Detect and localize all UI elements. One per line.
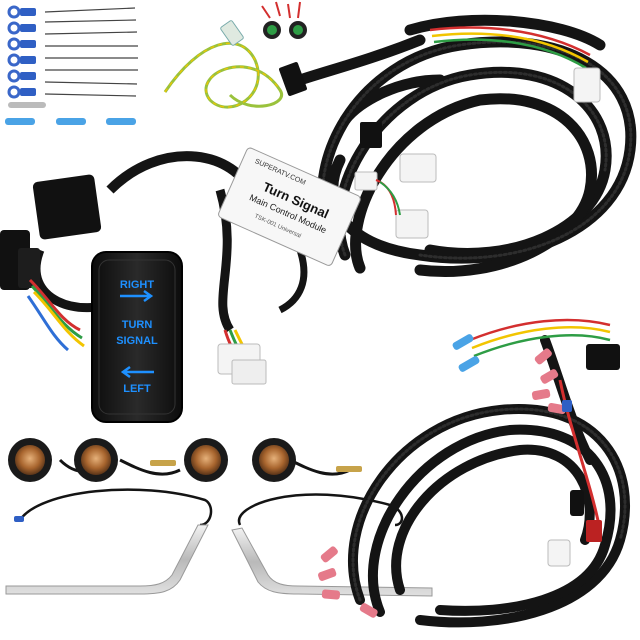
ring-terminal-kit — [5, 5, 138, 125]
bottom-harness-wires — [469, 318, 611, 531]
control-module: SUPERATV.COM Turn Signal Main Control Mo… — [215, 147, 361, 385]
switch-right-label: RIGHT — [120, 279, 155, 291]
indicator-leds — [261, 1, 307, 39]
marker-light-3 — [184, 438, 228, 482]
marker-light-4 — [252, 438, 296, 482]
mirror-brackets — [5, 488, 433, 597]
ground-wire — [163, 20, 284, 109]
right-arrow-icon — [120, 289, 154, 303]
marker-light-2 — [74, 438, 118, 482]
rocker-switch: RIGHT TURN SIGNAL LEFT — [91, 251, 183, 423]
left-arrow-icon — [120, 365, 154, 379]
relay-cluster — [0, 151, 255, 352]
harness-connectors — [279, 62, 601, 239]
switch-turn-label: TURN — [122, 319, 153, 331]
marker-light-1 — [8, 438, 52, 482]
harness-wires-top — [429, 26, 591, 70]
bottom-harness-coil — [348, 335, 630, 628]
switch-signal-label: SIGNAL — [116, 335, 158, 347]
bottom-harness-terminals — [318, 334, 620, 618]
switch-left-label: LEFT — [123, 383, 151, 395]
marker-lights — [8, 438, 362, 482]
